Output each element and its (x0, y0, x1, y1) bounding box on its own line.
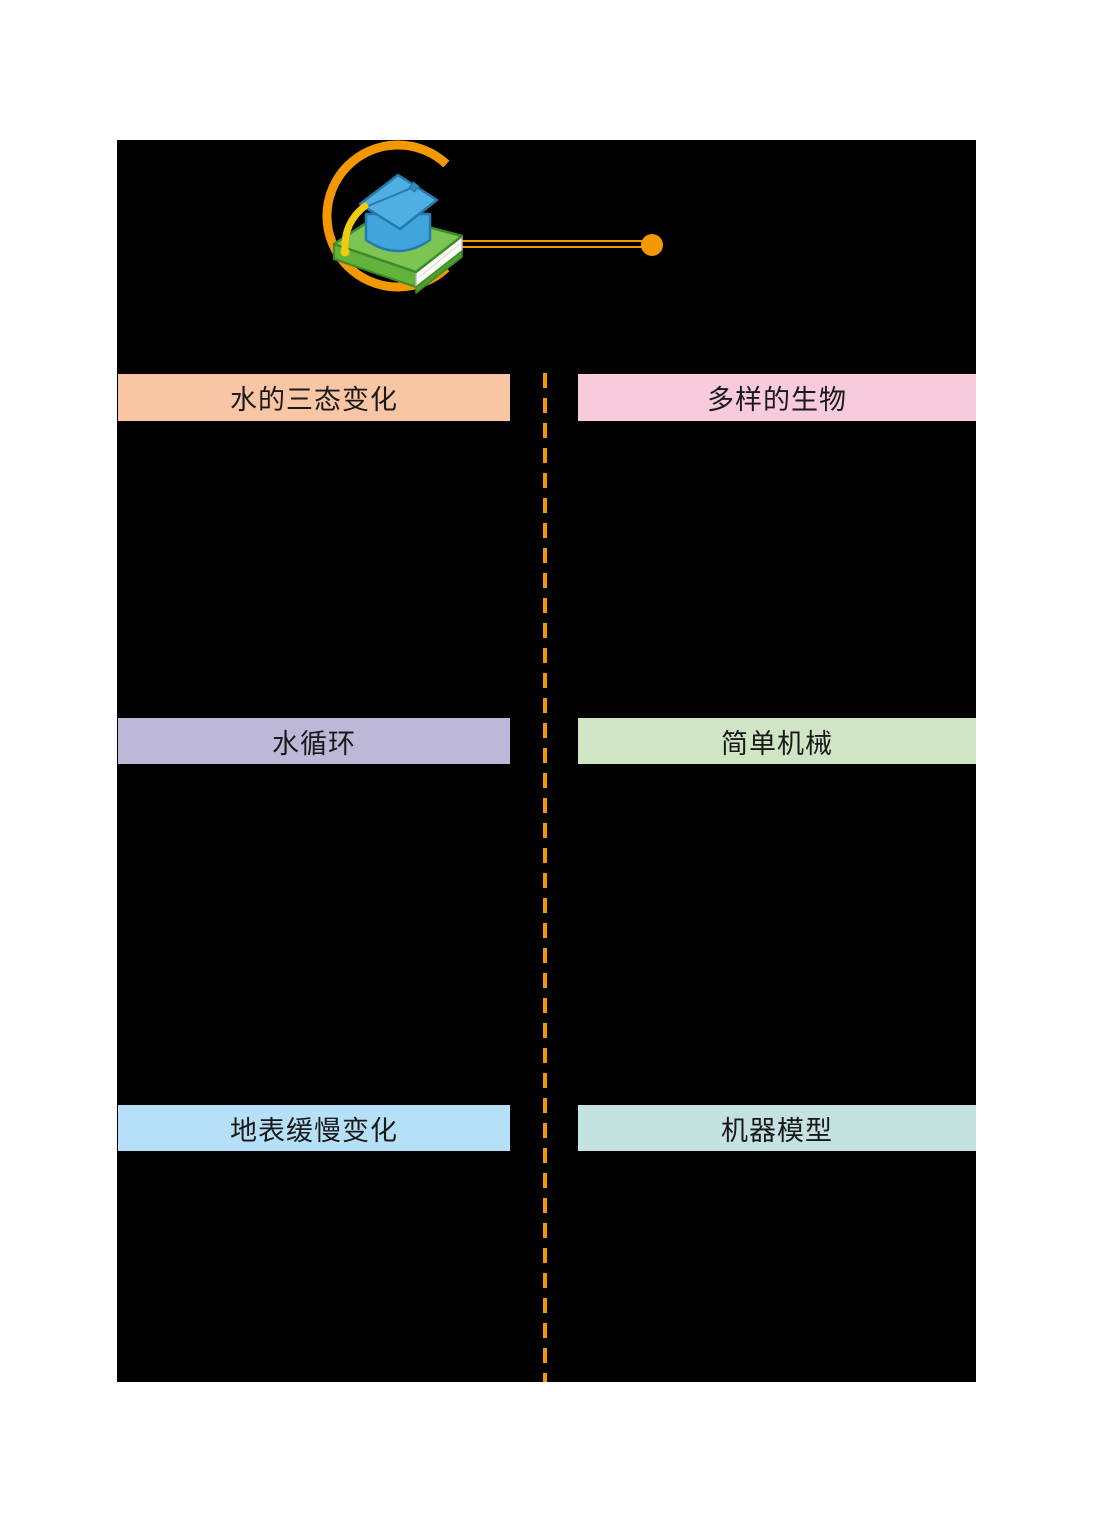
logo-ring-icon (322, 140, 450, 292)
section-header-diverse-life: 多样的生物 (578, 374, 976, 421)
connector-line (424, 240, 652, 248)
section-header-water-states: 水的三态变化 (118, 374, 510, 421)
section-header-water-cycle: 水循环 (118, 718, 510, 764)
connector-dot-icon (641, 234, 663, 256)
section-header-machine-model: 机器模型 (578, 1105, 976, 1151)
section-header-simple-machines: 简单机械 (578, 718, 976, 764)
center-divider-dashed-line (543, 373, 547, 1382)
section-header-surface-change: 地表缓慢变化 (118, 1105, 510, 1151)
graduation-cap-book-icon (332, 173, 464, 294)
